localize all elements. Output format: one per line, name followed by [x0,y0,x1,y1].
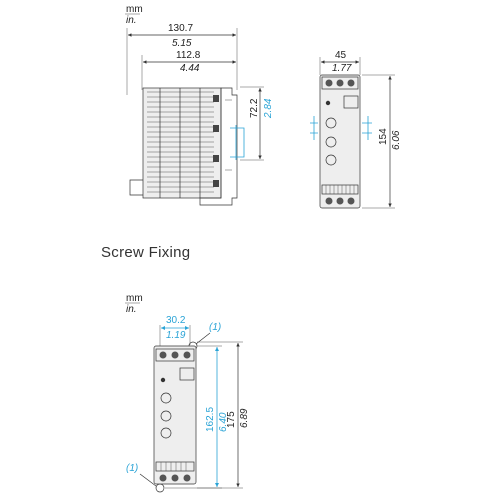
front-width-mm: 45 [335,50,347,61]
screw-hole-mm: 162.5 [205,407,216,432]
screw-height-in: 6.89 [239,408,250,428]
screw-fixing-view: 30.2 1.19 (1) (1) 162.5 6.40 [126,315,250,493]
unit-mm-label-bottom: mm [126,293,143,304]
screw-height-mm: 175 [226,411,237,428]
unit-in-label-bottom: in. [126,304,137,315]
front-height-in: 6.06 [391,130,402,150]
side-overall-mm: 130.7 [168,23,193,34]
side-body-in: 4.44 [180,63,200,74]
unit-mm-label: mm [126,4,143,15]
side-rail-mm: 72.2 [249,98,260,118]
units-legend-bottom: mm in. [125,293,143,315]
front-width-in: 1.77 [332,63,352,74]
screw-body [153,345,197,485]
heat-sink-fins [147,88,214,198]
side-view: 130.7 5.15 112.8 4.44 72.2 2.84 [126,23,274,206]
note-top: (1) [209,322,221,333]
side-overall-in: 5.15 [172,38,192,49]
screw-width-mm: 30.2 [166,315,186,326]
screw-hole-in: 6.40 [218,412,229,432]
section-title: Screw Fixing [101,244,190,261]
front-height-mm: 154 [378,128,389,145]
screw-width-in: 1.19 [166,330,186,341]
units-legend-top: mm in. [125,4,143,26]
bottom-screw [155,483,165,493]
front-top-terminals [321,76,359,90]
side-rail-in: 2.84 [263,98,274,119]
side-body-mm: 112.8 [176,50,201,61]
front-bottom-terminals [321,184,359,205]
unit-in-label: in. [126,15,137,26]
note-bottom: (1) [126,463,138,474]
side-body [142,87,222,199]
front-view: 45 1.77 154 6.06 [310,50,402,209]
